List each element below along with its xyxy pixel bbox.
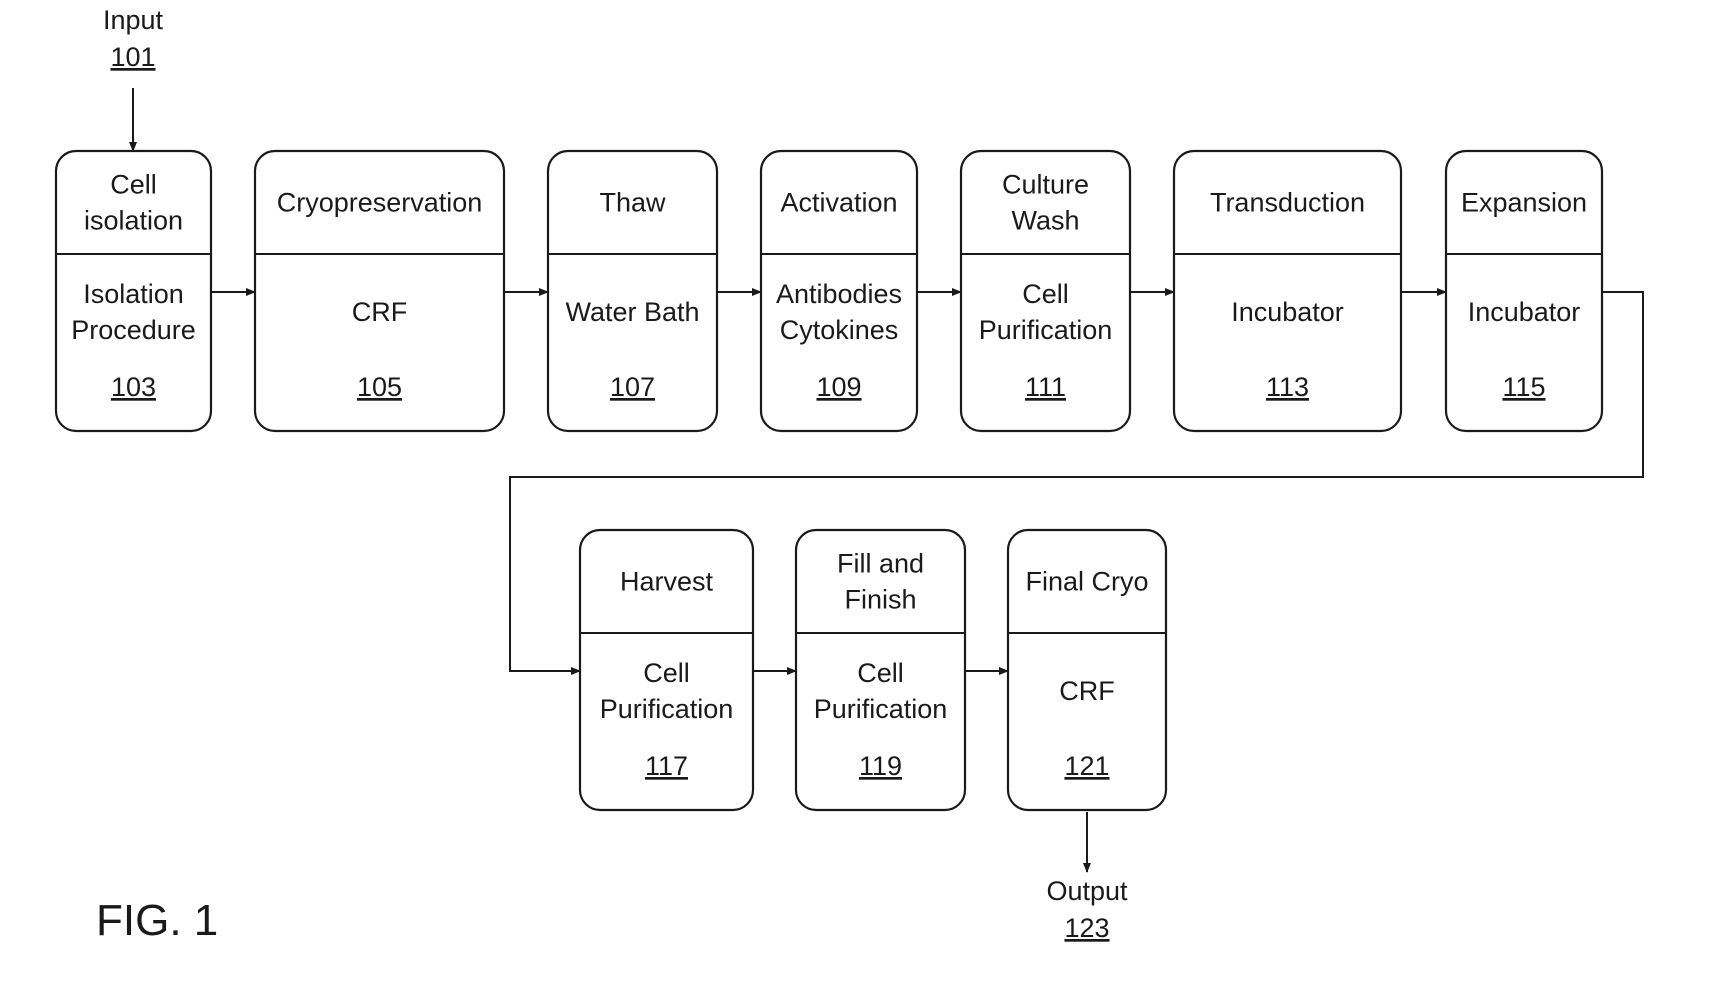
step-body-line: Water Bath: [565, 297, 699, 327]
step-ref-number: 105: [357, 372, 402, 402]
input-ref-number: 101: [110, 42, 155, 72]
step-title-line: Thaw: [599, 188, 666, 218]
step-body-line: Incubator: [1468, 297, 1581, 327]
output-ref-number: 123: [1064, 913, 1109, 943]
step-box-8: HarvestCellPurification 117: [580, 530, 753, 810]
step-box-7: ExpansionIncubator 115: [1446, 151, 1602, 431]
figure-label: FIG. 1: [96, 896, 218, 945]
step-body-line: Incubator: [1231, 297, 1344, 327]
step-body-line: Antibodies: [776, 279, 902, 309]
step-body-line: Cell: [857, 658, 904, 688]
step-body-line: CRF: [352, 297, 408, 327]
step-ref-number: 113: [1266, 372, 1309, 402]
step-box-9: Fill andFinishCellPurification 119: [796, 530, 965, 810]
step-ref-number: 119: [859, 751, 902, 781]
step-body-line: Purification: [979, 315, 1113, 345]
input-label: Input: [103, 5, 164, 35]
step-title-line: Expansion: [1461, 188, 1587, 218]
step-box-2: CryopreservationCRF 105: [255, 151, 504, 431]
step-box-5: CultureWashCellPurification 111: [961, 151, 1130, 431]
step-ref-number: 115: [1502, 372, 1545, 402]
step-ref-number: 121: [1064, 751, 1109, 781]
step-title-line: isolation: [84, 206, 183, 236]
step-box-4: ActivationAntibodiesCytokines 109: [761, 151, 917, 431]
step-ref-number: 107: [610, 372, 655, 402]
step-box-6: TransductionIncubator 113: [1174, 151, 1401, 431]
output-label: Output: [1046, 876, 1128, 906]
step-title-line: Finish: [844, 585, 916, 615]
step-body-line: Procedure: [71, 315, 196, 345]
step-title-line: Culture: [1002, 170, 1089, 200]
step-box-10: Final CryoCRF 121: [1008, 530, 1166, 810]
step-title-line: Transduction: [1210, 188, 1365, 218]
process-steps: Cell isolationIsolationProcedure 103 Cryopr…: [56, 151, 1602, 810]
step-ref-number: 117: [645, 751, 688, 781]
step-body-line: Cytokines: [780, 315, 899, 345]
step-title-line: Harvest: [620, 567, 714, 597]
step-box-1: Cell isolationIsolationProcedure 103: [56, 151, 211, 431]
step-body-line: Cell: [643, 658, 690, 688]
step-title-line: Activation: [780, 188, 897, 218]
step-title-line: Cell: [110, 170, 157, 200]
step-body-line: CRF: [1059, 676, 1115, 706]
step-title-line: Final Cryo: [1025, 567, 1148, 597]
step-body-line: Cell: [1022, 279, 1069, 309]
step-title-line: Fill and: [837, 549, 924, 579]
step-box-3: ThawWater Bath 107: [548, 151, 717, 431]
step-ref-number: 111: [1025, 372, 1066, 402]
step-ref-number: 109: [816, 372, 861, 402]
step-title-line: Wash: [1011, 206, 1079, 236]
step-title-line: Cryopreservation: [277, 188, 483, 218]
step-body-line: Isolation: [83, 279, 184, 309]
step-ref-number: 103: [111, 372, 156, 402]
step-body-line: Purification: [600, 694, 734, 724]
step-body-line: Purification: [814, 694, 948, 724]
